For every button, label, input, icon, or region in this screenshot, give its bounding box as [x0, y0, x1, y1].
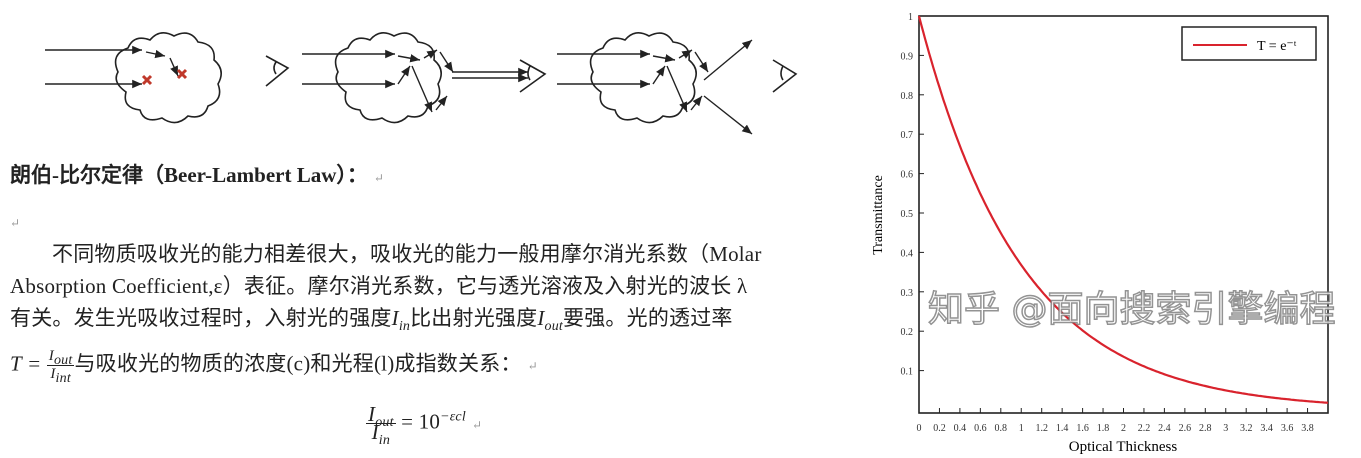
y-tick-label: 1 — [908, 12, 913, 23]
x-tick-label: 1.4 — [1056, 423, 1069, 434]
var: I — [368, 402, 376, 426]
heading-text: 朗伯-比尔定律（Beer-Lambert Law）： — [10, 163, 368, 187]
cloud-icon — [589, 32, 697, 124]
x-tick-label: 2.6 — [1179, 423, 1192, 434]
plot-frame — [918, 15, 1329, 414]
paragraph-line: Absorption Coefficient,ε）表征。摩尔消光系数，它与透光溶… — [10, 274, 748, 298]
paragraph-line: 不同物质吸收光的能力相差很大，吸收光的能力一般用摩尔消光系数（Molar — [52, 242, 762, 266]
sub: in — [378, 433, 391, 449]
x-tick-label: 0.2 — [933, 423, 946, 434]
text: 有关。发生光吸收过程时，入射光的强度 — [10, 306, 392, 330]
return-mark: ↵ — [471, 417, 483, 432]
exponent: −εcl — [440, 409, 466, 425]
x-tick-label: 1 — [1019, 423, 1024, 434]
text: 与吸收光的物质的浓度(c)和光程(l)成指数关系： — [74, 351, 522, 376]
x-mark-icon — [141, 68, 188, 86]
x-tick-label: 3 — [1223, 423, 1228, 434]
var: I — [391, 306, 399, 330]
y-tick-label: 0.7 — [901, 130, 914, 141]
x-tick-label: 1.8 — [1097, 423, 1110, 434]
eye-icon — [519, 59, 547, 93]
eye-icon — [265, 55, 290, 87]
x-tick-label: 3.6 — [1281, 423, 1294, 434]
var: I — [50, 366, 56, 382]
sub: out — [544, 319, 564, 335]
sub: out — [375, 415, 394, 431]
x-tick-label: 0.4 — [954, 423, 967, 434]
x-tick-label: 1.2 — [1035, 423, 1048, 434]
return-mark-text: ↵ — [10, 216, 21, 230]
var: I — [537, 306, 545, 330]
cloud-icon — [334, 32, 442, 124]
y-tick-label: 0.9 — [901, 51, 914, 62]
transmittance-chart: 0.1 0.2 0.3 0.4 0.5 0.6 0.7 0.8 0.9 1 0 0.2 0.4 0.6 0.… — [871, 12, 1329, 455]
y-tick-label: 0.5 — [901, 209, 914, 220]
legend: T = e⁻ᵗ — [1181, 26, 1317, 61]
return-mark: ↵ — [527, 359, 538, 374]
y-tick-label: 0.1 — [901, 367, 914, 378]
return-mark: ↵ — [373, 171, 384, 185]
text: 要强。光的透过率 — [563, 306, 733, 330]
sub: out — [53, 353, 73, 368]
var: I — [371, 420, 379, 445]
x-tick-label: 2.4 — [1158, 423, 1171, 434]
x-tick-label: 3.8 — [1301, 423, 1314, 434]
x-tick-label: 0 — [917, 423, 922, 434]
rhs: = 10 — [401, 409, 441, 434]
x-tick-label: 2 — [1121, 423, 1126, 434]
arrow-icon — [45, 39, 753, 135]
return-mark: ↵ — [10, 215, 20, 231]
section-heading: 朗伯-比尔定律（Beer-Lambert Law）： ↵ — [10, 162, 384, 191]
cloud-icon — [114, 32, 222, 124]
watermark: 知乎 @面向搜索引擎编程 — [927, 289, 1336, 331]
x-tick-label: 3.2 — [1240, 423, 1253, 434]
paragraph-line: 有关。发生光吸收过程时，入射光的强度Iin比出射光强度Iout要强。光的透过率 — [10, 305, 733, 335]
eye-icon — [772, 59, 798, 93]
y-tick-label: 0.6 — [901, 170, 914, 181]
sub: in — [398, 319, 411, 335]
x-tick-label: 0.8 — [995, 423, 1008, 434]
y-tick-label: 0.3 — [901, 288, 914, 299]
light-interaction-diagram — [45, 32, 798, 135]
x-tick-label: 0.6 — [974, 423, 987, 434]
x-tick-label: 3.4 — [1260, 423, 1273, 434]
x-tick-label: 2.2 — [1138, 423, 1151, 434]
text: 比出射光强度 — [410, 306, 538, 330]
transmittance-symbol: T = — [10, 351, 42, 376]
x-tick-label: 2.8 — [1199, 423, 1212, 434]
y-tick-label: 0.4 — [901, 248, 914, 259]
legend-label: T = e⁻ᵗ — [1257, 39, 1297, 54]
sub: int — [55, 371, 71, 386]
y-tick-label: 0.8 — [901, 91, 914, 102]
x-axis-label: Optical Thickness — [1069, 439, 1178, 455]
x-tick-label: 1.6 — [1076, 423, 1089, 434]
var: I — [48, 348, 54, 364]
y-axis-label: Transmittance — [871, 175, 886, 255]
y-tick-label: 0.2 — [901, 327, 914, 338]
series-line — [917, 15, 1329, 404]
